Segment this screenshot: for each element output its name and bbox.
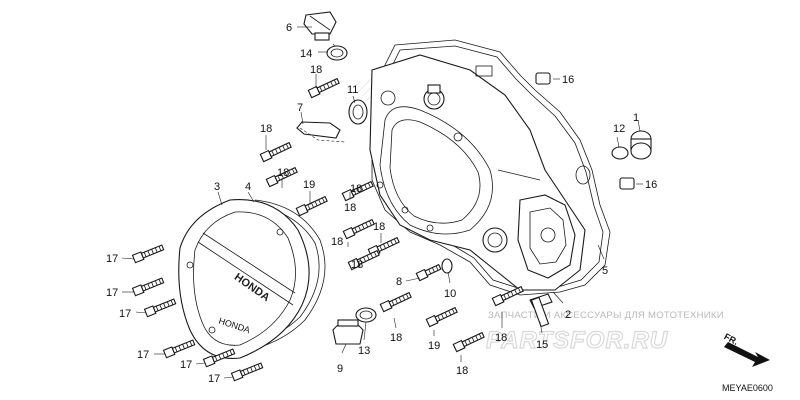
clutch-cover: HONDA HONDA	[178, 199, 326, 359]
callout-18f: 18	[331, 236, 343, 248]
o-ring-14	[326, 45, 348, 61]
callout-18e: 18	[373, 221, 385, 233]
callout-19b: 19	[428, 340, 440, 352]
o-ring-13	[355, 307, 377, 323]
crankcase-cover	[369, 54, 586, 291]
gasket-hole	[575, 165, 591, 185]
dowel-pin-16b	[619, 177, 635, 190]
callout-13: 13	[358, 345, 370, 357]
callout-17e: 17	[180, 359, 192, 371]
bolt-18a	[307, 76, 341, 99]
front-direction-arrow: FR.	[722, 331, 770, 367]
callout-8: 8	[396, 276, 402, 288]
callout-1: 1	[633, 112, 639, 124]
oil-filler-cap-6	[303, 11, 337, 41]
callout-18d: 18	[344, 202, 356, 214]
callout-18j: 18	[495, 332, 507, 344]
callout-18c: 18	[277, 167, 289, 179]
watermark: ЗАПЧАСТИ И АКСЕССУАРЫ ДЛЯ МОТОТЕХНИКИ PA…	[485, 310, 724, 355]
washer-10	[441, 258, 453, 274]
callout-16a: 16	[562, 74, 574, 86]
callout-2: 2	[565, 309, 571, 321]
callout-7: 7	[297, 102, 303, 114]
bracket-7	[296, 121, 341, 139]
callout-18a: 18	[310, 64, 322, 76]
dowel-1	[630, 130, 652, 160]
watermark-logo: PARTSFOR.RU	[486, 327, 668, 354]
oil-seal-11	[348, 99, 368, 125]
callout-19a: 19	[303, 179, 315, 191]
callout-18k: 18	[350, 183, 362, 195]
callout-18h: 18	[390, 332, 402, 344]
callout-17d: 17	[137, 349, 149, 361]
callout-17b: 17	[106, 287, 118, 299]
callout-18b: 18	[260, 123, 272, 135]
bolt-17a	[131, 243, 165, 264]
diagram-code: MEYAE0600	[722, 383, 773, 393]
callout-17a: 17	[106, 253, 118, 265]
bolt-8	[415, 262, 442, 282]
callout-18g: 18	[351, 259, 363, 271]
bolt-18h	[379, 290, 413, 313]
callout-12: 12	[613, 123, 625, 135]
bolt-19b	[425, 305, 459, 328]
callout-11: 11	[347, 84, 358, 96]
callout-15: 15	[536, 339, 548, 351]
direction-label: FR.	[722, 331, 739, 347]
callout-5: 5	[602, 265, 608, 277]
callout-10: 10	[444, 288, 456, 300]
callout-17c: 17	[119, 308, 131, 320]
callout-16b: 16	[645, 179, 657, 191]
bolt-17d	[162, 338, 196, 359]
leader-lines	[121, 26, 643, 379]
callout-9: 9	[337, 363, 343, 375]
callout-18i: 18	[456, 365, 468, 377]
bolt-17c	[143, 297, 177, 318]
dowel-pin-16a	[535, 72, 551, 85]
bolt-18j	[491, 284, 525, 307]
bolt-18i	[452, 330, 486, 353]
bolt-18b	[259, 140, 293, 163]
bolt-19a	[295, 194, 329, 217]
callout-4: 4	[245, 181, 251, 193]
bolt-17f	[230, 361, 264, 382]
watermark-tagline: ЗАПЧАСТИ И АКСЕССУАРЫ ДЛЯ МОТОТЕХНИКИ	[488, 310, 724, 321]
bolt-17b	[131, 276, 165, 297]
callout-14: 14	[300, 48, 312, 60]
callout-6: 6	[286, 22, 292, 34]
callout-3: 3	[214, 181, 220, 193]
callout-17f: 17	[208, 373, 220, 385]
callouts: 1 2 3 4 5 6 7 8 9 10 11 12 13 14 15 16 1…	[106, 22, 657, 385]
bolt-18e	[342, 217, 376, 240]
clutch-cover-gasket	[239, 199, 326, 353]
plug-9	[332, 319, 364, 345]
o-ring-12	[611, 146, 629, 160]
gasket-outline	[371, 39, 611, 296]
